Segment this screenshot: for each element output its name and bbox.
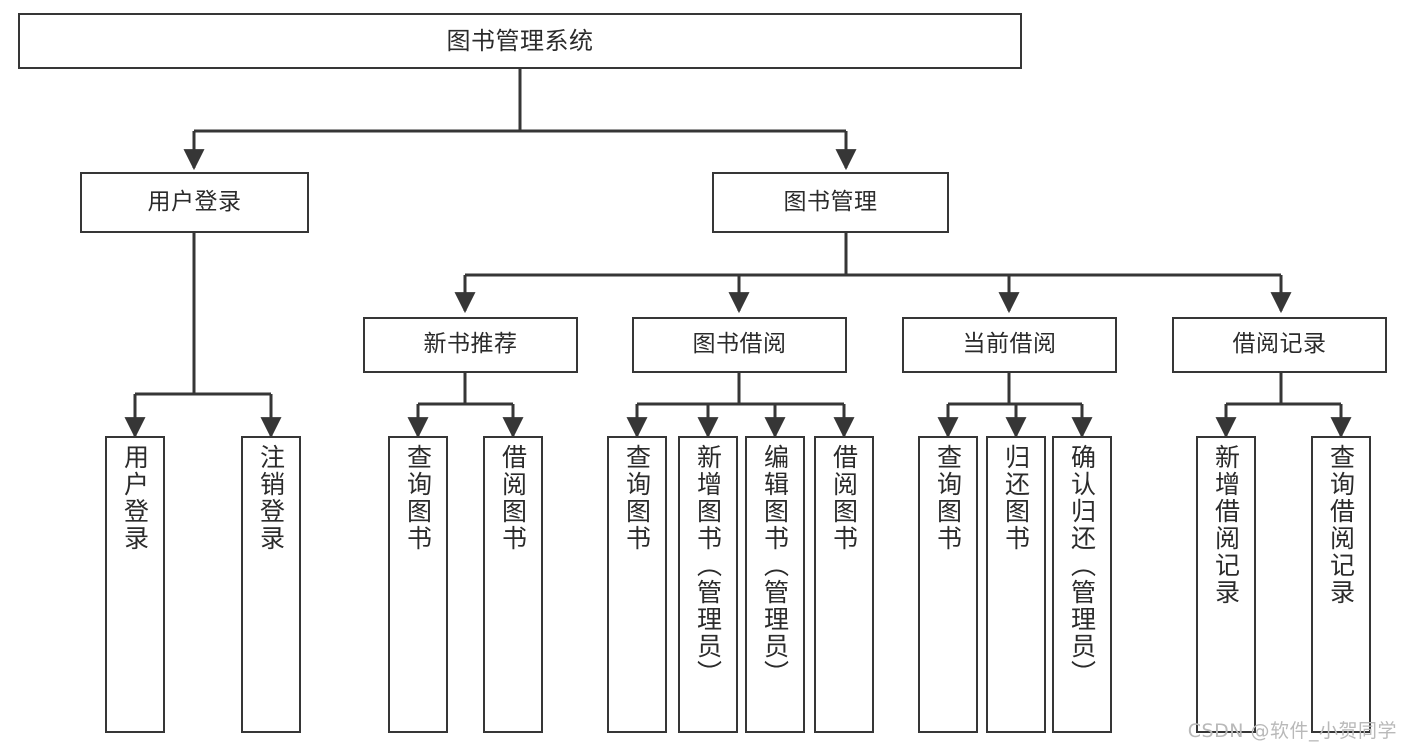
node-label: 用户登录 <box>147 188 242 215</box>
node-leaf-user-login[interactable]: 用户登录 <box>105 436 165 733</box>
node-label: 图书管理 <box>783 188 878 215</box>
node-label: 注销登录 <box>256 444 286 552</box>
node-root-system[interactable]: 图书管理系统 <box>18 13 1022 69</box>
node-label: 查询图书 <box>933 444 963 552</box>
node-book-borrow[interactable]: 图书借阅 <box>632 317 847 373</box>
node-label: 图书管理系统 <box>446 26 594 55</box>
node-leaf-confirm-return[interactable]: 确认归还（管理员） <box>1052 436 1112 733</box>
node-label: 查询图书 <box>622 444 652 552</box>
node-leaf-add-borrow-record[interactable]: 新增借阅记录 <box>1196 436 1256 733</box>
node-label: 当前借阅 <box>962 331 1057 358</box>
node-leaf-query-book-1[interactable]: 查询图书 <box>388 436 448 733</box>
node-label: 归还图书 <box>1001 444 1031 552</box>
node-leaf-add-book[interactable]: 新增图书（管理员） <box>678 436 738 733</box>
node-leaf-return-book[interactable]: 归还图书 <box>986 436 1046 733</box>
node-label: 新增借阅记录 <box>1211 444 1241 606</box>
node-book-manage[interactable]: 图书管理 <box>712 172 949 233</box>
node-label: 编辑图书（管理员） <box>760 444 790 687</box>
node-label: 借阅图书 <box>498 444 528 552</box>
node-label: 确认归还（管理员） <box>1067 444 1097 687</box>
node-leaf-query-book-3[interactable]: 查询图书 <box>918 436 978 733</box>
node-label: 查询借阅记录 <box>1326 444 1356 606</box>
node-new-book-recommend[interactable]: 新书推荐 <box>363 317 578 373</box>
node-label: 图书借阅 <box>692 331 787 358</box>
node-label: 新书推荐 <box>423 331 518 358</box>
node-leaf-borrow-book-1[interactable]: 借阅图书 <box>483 436 543 733</box>
node-leaf-query-borrow-record[interactable]: 查询借阅记录 <box>1311 436 1371 733</box>
watermark-text: CSDN @软件_小贺同学 <box>1187 720 1397 742</box>
node-leaf-query-book-2[interactable]: 查询图书 <box>607 436 667 733</box>
node-leaf-edit-book[interactable]: 编辑图书（管理员） <box>745 436 805 733</box>
node-leaf-borrow-book-2[interactable]: 借阅图书 <box>814 436 874 733</box>
node-leaf-logout[interactable]: 注销登录 <box>241 436 301 733</box>
node-user-login[interactable]: 用户登录 <box>80 172 309 233</box>
node-label: 查询图书 <box>403 444 433 552</box>
node-label: 借阅记录 <box>1232 331 1327 358</box>
node-label: 新增图书（管理员） <box>693 444 723 687</box>
node-label: 用户登录 <box>120 444 150 552</box>
node-borrow-record[interactable]: 借阅记录 <box>1172 317 1387 373</box>
node-label: 借阅图书 <box>829 444 859 552</box>
node-current-borrow[interactable]: 当前借阅 <box>902 317 1117 373</box>
